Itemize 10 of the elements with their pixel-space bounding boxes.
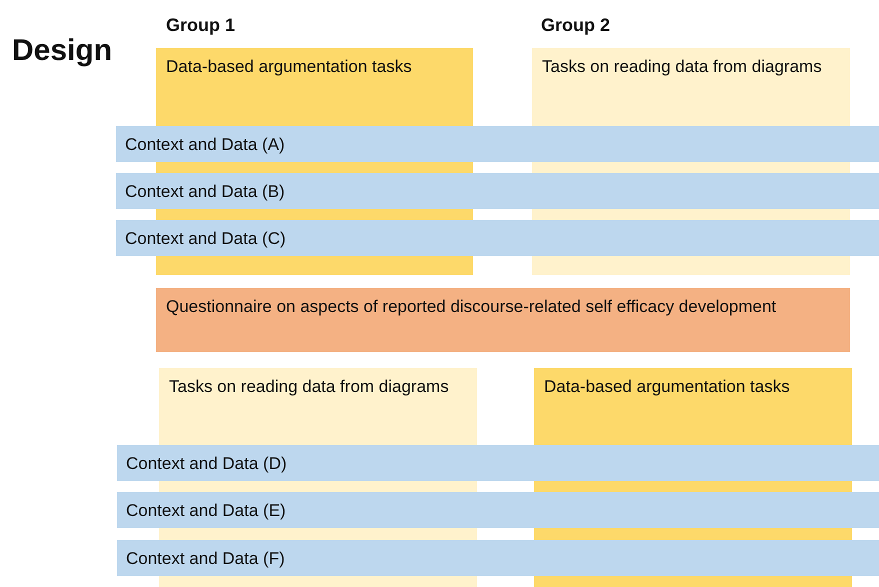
questionnaire-box: Questionnaire on aspects of reported discourse-related self efficacy development [156, 288, 850, 352]
page-title: Design [12, 34, 112, 68]
context-band: Context and Data (C) [116, 220, 879, 256]
context-band: Context and Data (A) [116, 126, 879, 162]
group-heading: Group 2 [541, 15, 610, 36]
context-band: Context and Data (F) [117, 540, 879, 576]
context-band: Context and Data (E) [117, 492, 879, 528]
context-band: Context and Data (D) [117, 445, 879, 481]
group-heading: Group 1 [166, 15, 236, 36]
context-band: Context and Data (B) [116, 173, 879, 209]
